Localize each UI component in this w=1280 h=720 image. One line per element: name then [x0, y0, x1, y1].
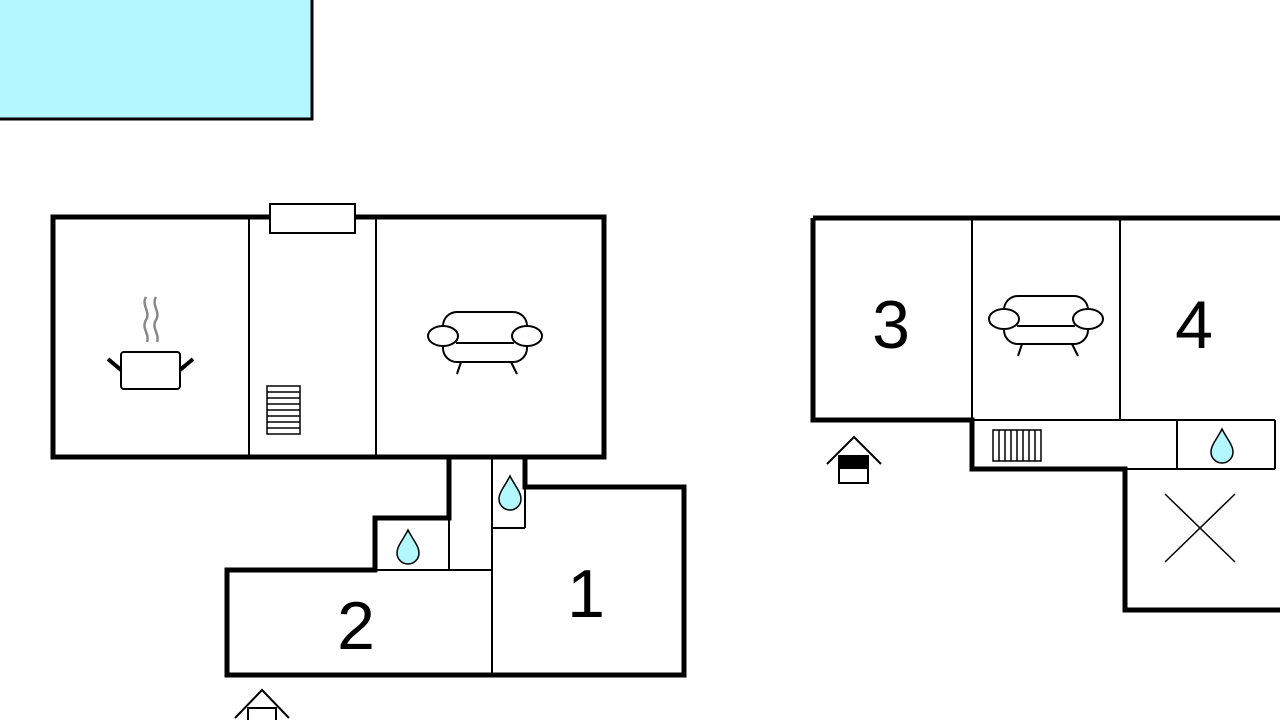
entrance-icon	[826, 435, 882, 484]
water-drop-icon	[396, 528, 420, 565]
room-number-3: 3	[872, 287, 910, 363]
sofa-icon	[427, 311, 543, 375]
water-drop-icon	[498, 474, 522, 511]
sofa-icon	[988, 295, 1104, 357]
lower-block-walls	[224, 457, 687, 678]
pool-area	[0, 0, 314, 121]
room-number-2: 2	[337, 588, 375, 664]
staircase-icon	[992, 429, 1042, 462]
right-floor	[810, 215, 1280, 613]
cross-icon	[1164, 493, 1236, 563]
right-floor-walls	[810, 215, 1280, 613]
kitchen-pot-icon	[106, 296, 195, 390]
fireplace	[269, 203, 356, 234]
room-number-4: 4	[1175, 287, 1213, 363]
water-drop-icon	[1210, 427, 1234, 464]
entrance-icon	[234, 688, 290, 720]
room-number-1: 1	[567, 556, 605, 632]
staircase-icon	[266, 385, 301, 435]
